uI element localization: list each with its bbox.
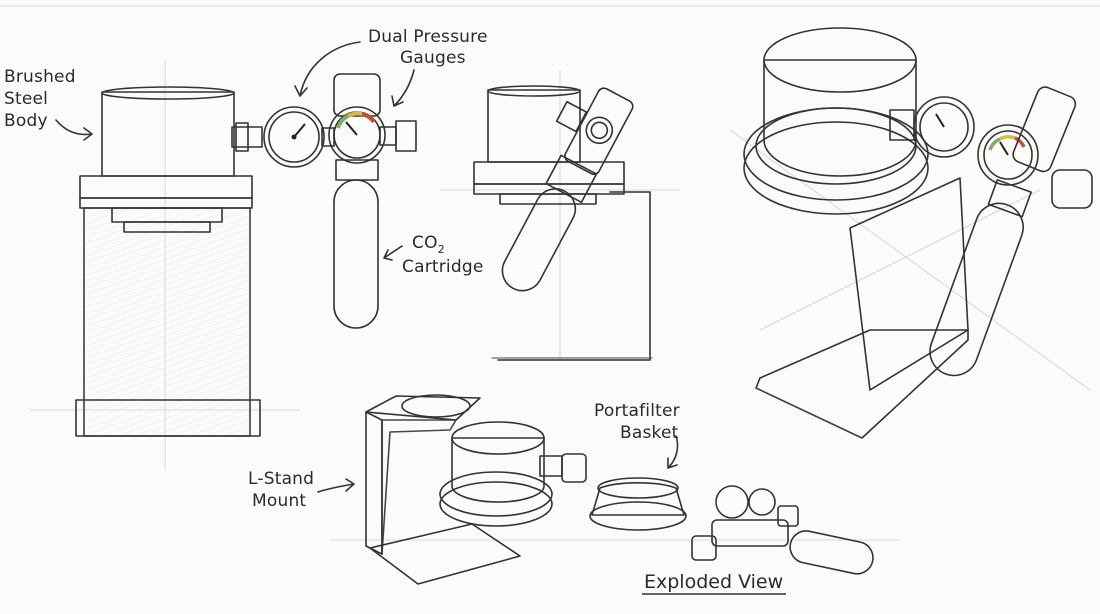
label-cartridge-line2: Cartridge xyxy=(402,257,484,277)
label-lstand-line1: L-Stand xyxy=(248,469,314,489)
label-exploded-view: Exploded View xyxy=(642,571,786,595)
label-portafilter-line2: Basket xyxy=(620,423,679,443)
arrow-gauge-left xyxy=(294,41,361,97)
side-view xyxy=(473,85,653,361)
arrow-cartridge xyxy=(383,245,403,261)
arrow-body xyxy=(55,119,93,141)
label-gauges-line1: Dual Pressure xyxy=(368,27,488,47)
exploded-view xyxy=(365,394,874,585)
label-portafilter-basket: Portafilter Basket xyxy=(594,401,680,469)
label-body-line3: Body xyxy=(4,111,48,131)
label-cartridge-line1: CO2 xyxy=(412,233,445,256)
label-brushed-steel-body: Brushed Steel Body xyxy=(4,67,93,141)
label-co2-cartridge: CO2 Cartridge xyxy=(383,233,484,277)
arrow-lstand xyxy=(317,478,355,493)
isometric-view xyxy=(743,27,1093,439)
label-l-stand-mount: L-Stand Mount xyxy=(248,469,355,511)
arrow-portafilter xyxy=(667,435,679,469)
arrow-gauge-right xyxy=(391,69,415,107)
exploded-view-title: Exploded View xyxy=(644,571,783,593)
label-gauges-line2: Gauges xyxy=(400,48,466,68)
front-view-body xyxy=(75,86,261,437)
label-lstand-line2: Mount xyxy=(252,491,306,511)
label-co-subscript: 2 xyxy=(438,243,445,256)
construction-lines xyxy=(0,5,1100,541)
label-co: CO xyxy=(412,233,438,253)
label-portafilter-line1: Portafilter xyxy=(594,401,680,421)
gauge-assembly-front xyxy=(231,73,417,329)
label-body-line1: Brushed xyxy=(4,67,76,87)
label-body-line2: Steel xyxy=(4,89,48,109)
label-dual-pressure-gauges: Dual Pressure Gauges xyxy=(294,27,488,107)
